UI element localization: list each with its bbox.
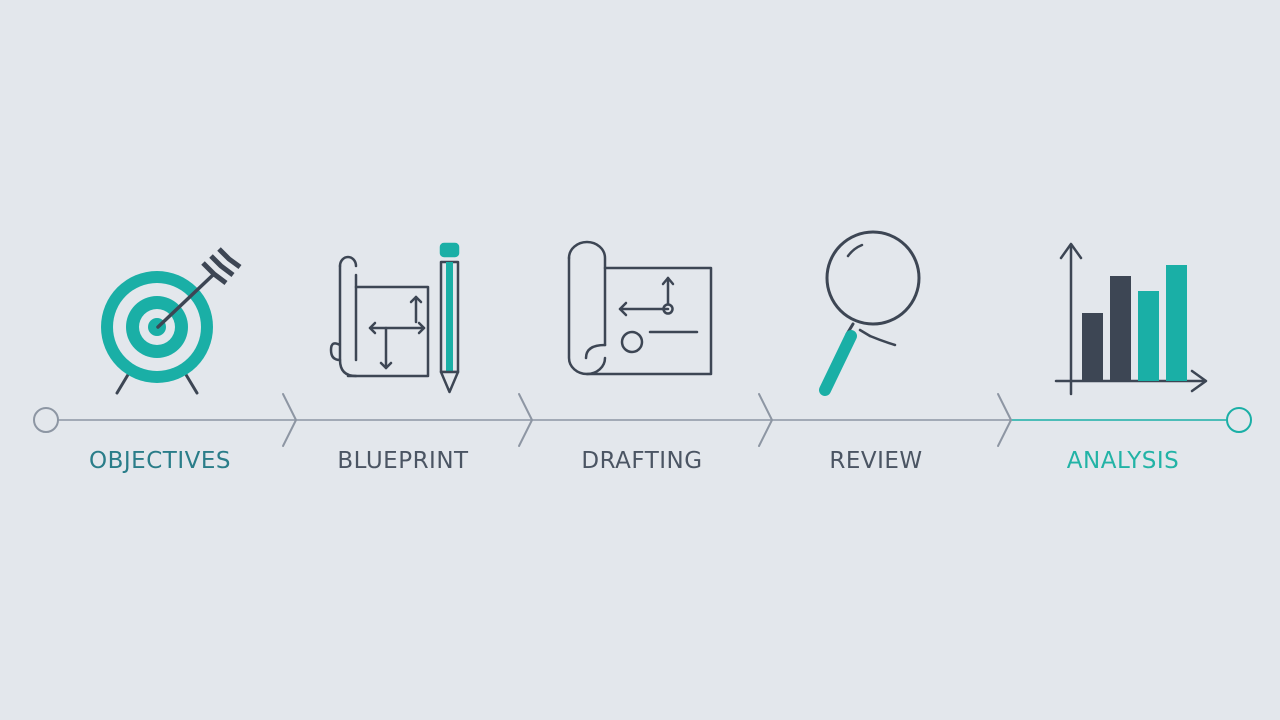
- stage-label-drafting: DRAFTING: [581, 448, 703, 474]
- timeline-chevron: [758, 393, 773, 447]
- timeline-end-node: [1226, 407, 1252, 433]
- stage-label-analysis: ANALYSIS: [1066, 448, 1180, 474]
- timeline-chevron: [518, 393, 533, 447]
- timeline-start-node: [33, 407, 59, 433]
- drafting-scroll-icon: [567, 240, 713, 376]
- stage-label-review: REVIEW: [829, 448, 923, 474]
- target-arrow-icon: [101, 247, 242, 395]
- stage-label-objectives: OBJECTIVES: [89, 448, 231, 474]
- timeline: [33, 393, 1252, 447]
- stage-label-blueprint: BLUEPRINT: [337, 448, 469, 474]
- bar-chart-icon: [1054, 242, 1208, 396]
- blueprint-pencil-icon: [329, 242, 460, 394]
- timeline-chevron: [282, 393, 297, 447]
- timeline-chevron: [997, 393, 1012, 447]
- magnifier-icon: [819, 230, 921, 396]
